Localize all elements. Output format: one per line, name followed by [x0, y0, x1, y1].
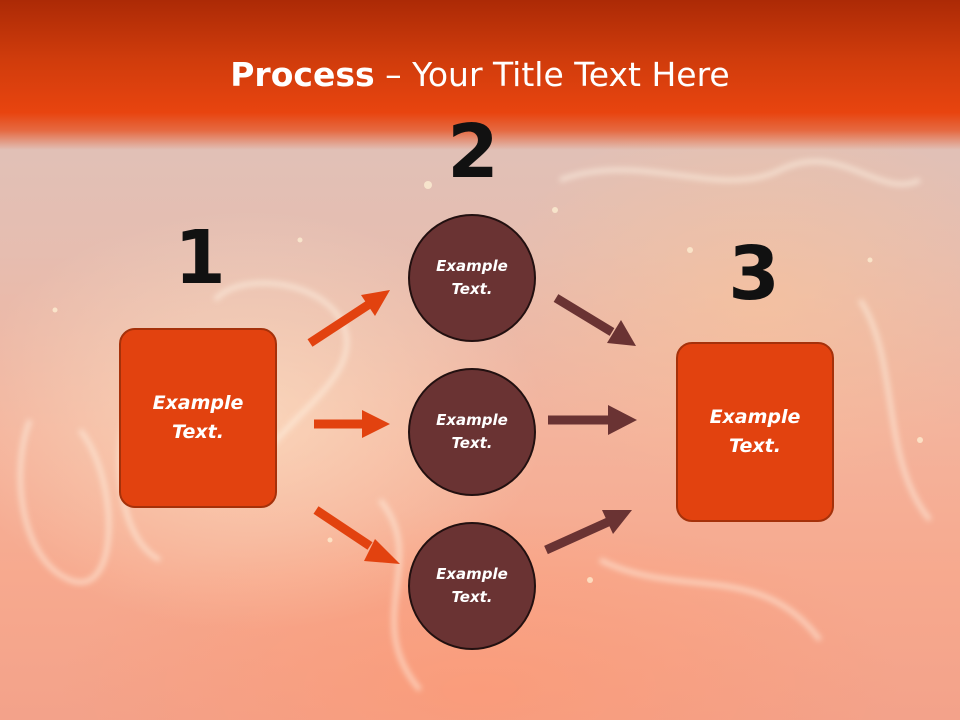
- title-bold: Process: [230, 55, 375, 94]
- step-2-number: 2: [447, 109, 499, 195]
- step-2-circle-middle: Example Text.: [408, 368, 536, 496]
- step-1-box: Example Text.: [119, 328, 277, 508]
- arrow-1-to-middle: [314, 410, 390, 438]
- title-band: [0, 0, 960, 150]
- step-2-circle-top: Example Text.: [408, 214, 536, 342]
- title-rest: – Your Title Text Here: [374, 55, 730, 94]
- arrow-top-to-3: [553, 294, 636, 346]
- step-2-label-bottom: Example Text.: [436, 565, 508, 606]
- arrow-1-to-top: [307, 290, 390, 347]
- step-2-label-top: Example Text.: [436, 257, 508, 298]
- step-1-number: 1: [174, 215, 226, 301]
- step-2-circle-bottom: Example Text.: [408, 522, 536, 650]
- step-3-label: Example Text.: [709, 406, 801, 457]
- page-title: Process – Your Title Text Here: [0, 50, 960, 100]
- arrow-middle-to-3: [548, 405, 637, 435]
- step-3-number: 3: [728, 231, 780, 317]
- arrow-bottom-to-3: [544, 510, 632, 555]
- step-2-label-middle: Example Text.: [436, 411, 508, 452]
- step-1-label: Example Text.: [152, 392, 244, 443]
- arrow-1-to-bottom: [313, 506, 400, 564]
- step-3-box: Example Text.: [676, 342, 834, 522]
